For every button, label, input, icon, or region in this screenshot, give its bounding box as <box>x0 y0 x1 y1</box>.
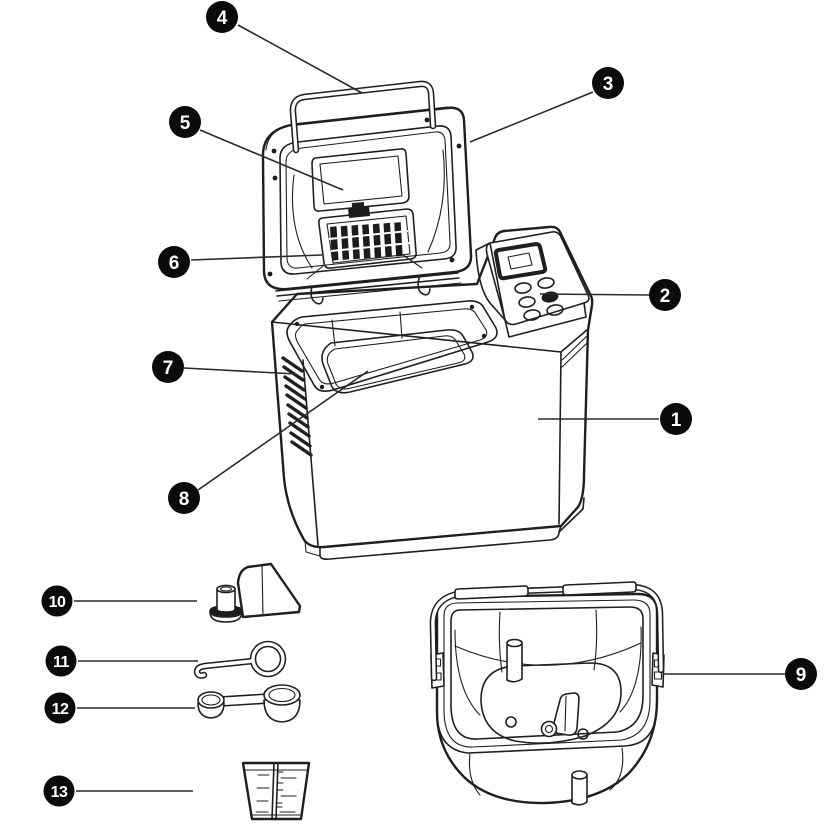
lid <box>261 80 473 305</box>
measuring-spoon <box>197 684 301 723</box>
callout-6-label: 6 <box>169 253 180 274</box>
leader-line-3 <box>469 91 594 143</box>
callout-13-label: 13 <box>51 784 68 801</box>
lid-handle <box>289 80 437 154</box>
callout-11: 11 <box>45 645 77 677</box>
leader-line-6 <box>190 254 323 261</box>
graduation-marks <box>255 771 297 813</box>
leader-line-2 <box>539 293 650 296</box>
control-panel <box>475 231 590 338</box>
callout-10-label: 10 <box>49 594 66 611</box>
main-body <box>270 225 594 560</box>
front-post <box>571 770 588 806</box>
pan-paddle <box>540 692 580 738</box>
callout-9-label: 9 <box>796 665 807 686</box>
vent-grille <box>318 208 417 269</box>
leader-line-4 <box>237 24 363 94</box>
leader-lines <box>74 24 785 792</box>
callout-5-label: 5 <box>180 113 191 134</box>
callout-3-label: 3 <box>603 74 614 95</box>
callout-8: 8 <box>168 482 200 514</box>
viewing-window <box>311 148 410 212</box>
leader-line-8 <box>197 370 369 491</box>
callout-7-label: 7 <box>163 358 174 379</box>
callout-8-label: 8 <box>179 489 190 510</box>
pan-socket <box>321 329 474 394</box>
callout-2: 2 <box>649 279 681 311</box>
callout-1: 1 <box>660 403 692 435</box>
callout-9: 9 <box>785 658 817 690</box>
bread-pan <box>429 581 665 806</box>
callout-1-label: 1 <box>671 410 682 431</box>
leader-line-7 <box>183 367 297 375</box>
callout-10: 10 <box>41 585 73 617</box>
pan-handle-wire <box>429 581 665 682</box>
spoon-large-cup <box>263 684 301 723</box>
kneading-paddle <box>209 562 302 623</box>
top-opening <box>286 300 498 392</box>
callout-2-label: 2 <box>660 286 671 307</box>
handle-lugs <box>430 652 665 689</box>
callout-11-label: 11 <box>53 654 70 671</box>
callout-6: 6 <box>158 246 190 278</box>
lid-frame <box>261 106 473 291</box>
leader-line-5 <box>199 129 344 191</box>
lid-inner-frame <box>279 125 457 280</box>
spindle-post <box>506 638 523 683</box>
callout-5: 5 <box>169 106 201 138</box>
display <box>493 242 548 281</box>
callout-4-label: 4 <box>217 8 228 29</box>
callout-12: 12 <box>44 692 76 724</box>
callout-3: 3 <box>592 67 624 99</box>
callout-7: 7 <box>152 351 184 383</box>
callout-12-label: 12 <box>52 701 69 718</box>
callout-13: 13 <box>43 775 75 807</box>
callout-4: 4 <box>206 1 238 33</box>
measuring-cup <box>241 761 311 821</box>
hook-tool <box>193 640 287 679</box>
spoon-small-cup <box>197 691 225 719</box>
